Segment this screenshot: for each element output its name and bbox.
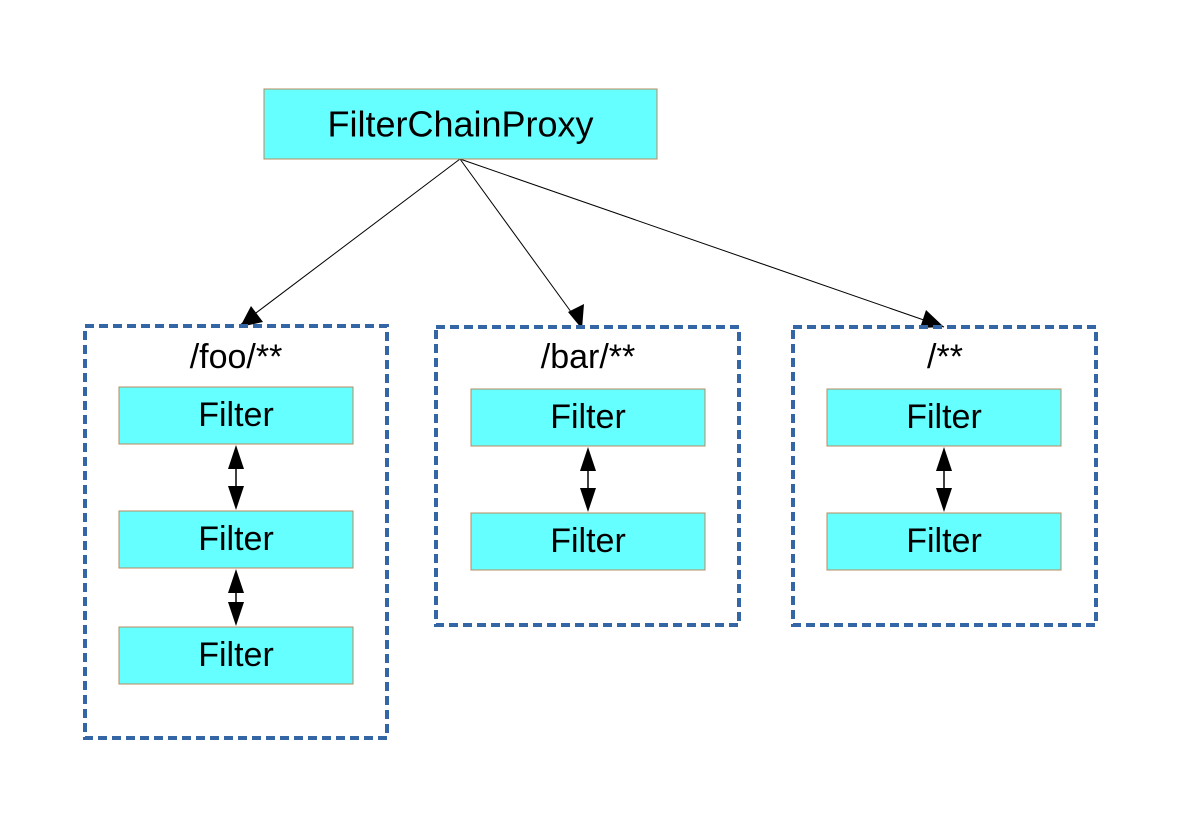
chain-bar-filter-1 [470,388,706,447]
chain-foo-link-1-2 [228,445,244,510]
chain-foo-pattern: /foo/** [190,338,283,376]
chain-all: /** Filter Filter [791,325,1098,627]
connector-to-chain-bar [459,158,583,328]
double-arrow-up-icon [936,447,952,471]
double-arrow-down-icon [228,602,244,626]
filter-chain-proxy: FilterChainProxy [263,88,658,160]
chain-all-filter-2-label: Filter [906,522,982,560]
chain-all-filter-1 [826,388,1062,447]
chain-bar-pattern: /bar/** [541,338,636,376]
arrowhead-chain-bar [568,304,584,329]
chain-foo-filter-2 [118,510,354,569]
double-arrow-down-icon [580,488,596,512]
chain-foo-border [83,324,389,740]
double-arrow-down-icon [936,488,952,512]
chain-bar-link-1-2 [580,447,596,512]
double-arrow-down-icon [228,486,244,510]
chain-all-filter-1-label: Filter [906,398,982,436]
double-arrow-up-icon [228,445,244,469]
chain-foo-link-2-3 [228,569,244,626]
chain-all-pattern: /** [927,338,963,376]
double-arrow-up-icon [580,447,596,471]
chain-all-border [791,325,1098,627]
chain-bar: /bar/** Filter Filter [434,325,741,627]
proxy-connectors [239,158,945,329]
chain-foo: /foo/** Filter Filter Filter [83,324,389,740]
chain-foo-filter-3 [118,626,354,685]
chain-bar-border [434,325,741,627]
double-arrow-up-icon [228,569,244,593]
chain-bar-filter-1-label: Filter [550,398,626,436]
connector-to-chain-foo [239,158,461,326]
chain-foo-filter-1 [118,386,354,445]
proxy-box [263,88,658,160]
connector-to-chain-all [459,158,945,328]
chain-foo-filter-1-label: Filter [198,396,274,434]
chain-all-link-1-2 [936,447,952,512]
chain-foo-filter-3-label: Filter [198,636,274,674]
chain-bar-filter-2-label: Filter [550,522,626,560]
chain-all-filter-2 [826,512,1062,571]
arrowhead-chain-foo [240,306,263,327]
chain-foo-filter-2-label: Filter [198,520,274,558]
arrowhead-chain-all [920,310,944,328]
proxy-label: FilterChainProxy [327,104,593,145]
chain-bar-filter-2 [470,512,706,571]
